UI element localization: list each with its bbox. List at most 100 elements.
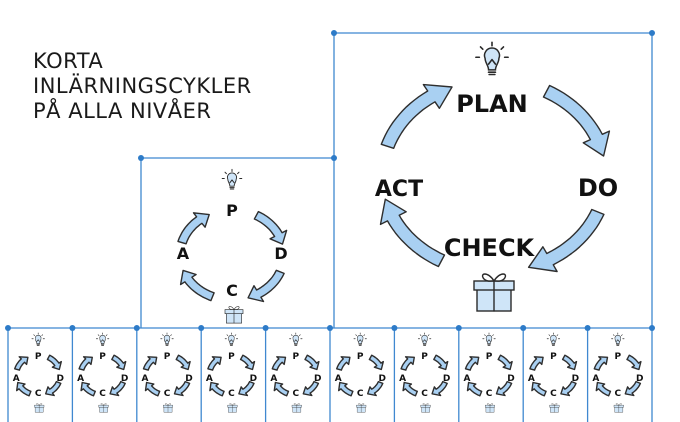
cycle-arrow xyxy=(497,354,513,371)
cycle-arrow xyxy=(336,356,351,371)
do-label: D xyxy=(274,244,287,263)
cycle-arrow xyxy=(175,354,191,371)
cycle-arrow xyxy=(561,354,578,371)
cycle-arrow xyxy=(209,381,225,397)
do-label: D xyxy=(314,374,321,384)
title-line-2: INLÄRNINGSCYKLER xyxy=(33,73,252,98)
cycle-arrow xyxy=(238,380,255,397)
cycle-arrow xyxy=(16,381,32,397)
check-label: C xyxy=(228,389,235,399)
plan-label: P xyxy=(486,352,493,362)
cycle-arrow xyxy=(466,381,483,397)
act-label: A xyxy=(206,374,213,384)
check-label: C xyxy=(421,389,428,399)
gift-icon xyxy=(420,403,431,413)
small-cycle-arrows xyxy=(142,354,191,397)
cycle-arrow xyxy=(273,381,290,397)
cycle-arrow xyxy=(433,354,449,371)
gift-icon xyxy=(485,403,495,413)
do-label: D xyxy=(378,374,385,384)
act-label: A xyxy=(528,374,535,384)
check-label: C xyxy=(292,389,299,399)
check-label: C xyxy=(35,389,42,399)
small-cycle-arrows xyxy=(336,354,384,397)
cycle-arrow xyxy=(78,356,93,371)
gift-icon xyxy=(34,403,45,413)
frame-dot xyxy=(649,30,655,36)
cycle-arrow xyxy=(624,380,642,397)
title-line-1: KORTA xyxy=(33,49,103,73)
medium-cycle: P D C A xyxy=(177,168,288,324)
gift-icon xyxy=(356,403,367,413)
cycle-arrow xyxy=(302,380,320,397)
cycle-arrow xyxy=(531,381,547,397)
medium-frame xyxy=(140,157,334,328)
cycle-arrow xyxy=(14,356,29,371)
act-label: A xyxy=(142,374,149,384)
cycle-arrow xyxy=(239,354,256,371)
plan-label: P xyxy=(228,352,235,362)
frame-dot xyxy=(138,155,144,161)
frame-dot xyxy=(327,325,333,331)
cycle-arrow xyxy=(380,83,453,149)
large-cycle-arrows xyxy=(379,83,611,273)
gift-icon xyxy=(473,273,515,312)
plan-label: P xyxy=(357,352,364,362)
cycle-arrow xyxy=(45,380,62,397)
small-cycle: P D C A xyxy=(206,332,257,413)
small-cycle-arrows xyxy=(78,354,127,397)
lightbulb-icon xyxy=(160,332,174,346)
lightbulb-icon xyxy=(95,332,110,346)
do-label: D xyxy=(250,374,257,384)
do-label: D xyxy=(507,374,514,384)
check-label: C xyxy=(486,389,493,399)
cycle-arrow xyxy=(109,380,126,397)
act-label: A xyxy=(77,374,84,384)
small-cycle-arrows xyxy=(400,354,449,397)
cycle-arrow xyxy=(179,269,215,302)
cycle-arrow xyxy=(464,356,480,371)
level-frames xyxy=(5,30,655,422)
lightbulb-icon xyxy=(221,168,243,190)
frame-dot xyxy=(455,325,462,331)
large-frame xyxy=(333,32,653,328)
gift-icon xyxy=(224,306,244,324)
cycle-arrow xyxy=(560,380,577,397)
plan-label: P xyxy=(614,352,621,362)
cycle-arrow xyxy=(367,380,384,397)
frame-dot xyxy=(649,325,655,331)
small-cycle-arrows xyxy=(14,354,62,397)
lightbulb-icon xyxy=(417,332,432,346)
lightbulb-icon xyxy=(475,41,509,76)
small-cycle-arrows xyxy=(593,354,642,397)
cycle-arrow xyxy=(527,208,605,273)
do-label: D xyxy=(572,374,579,384)
check-label: C xyxy=(614,389,621,399)
frame-dot xyxy=(520,325,527,331)
cycle-arrow xyxy=(402,381,418,397)
act-label: A xyxy=(399,374,406,384)
frame-dot xyxy=(69,325,76,331)
plan-label: PLAN xyxy=(456,90,528,118)
frame-dot xyxy=(584,325,591,331)
cycle-arrow xyxy=(207,356,222,371)
cycle-arrow xyxy=(46,354,62,371)
cycle-arrow xyxy=(304,354,320,371)
cycle-arrow xyxy=(173,380,191,397)
bottom-cell-dividers xyxy=(7,328,653,422)
cycle-arrow xyxy=(368,354,384,371)
large-cycle: PLAN DO CHECK ACT xyxy=(375,41,618,312)
frame-dot xyxy=(331,155,337,161)
plan-label: P xyxy=(35,352,42,362)
act-label: A xyxy=(177,244,190,263)
frame-dot xyxy=(262,325,269,331)
cycle-arrow xyxy=(177,212,210,245)
